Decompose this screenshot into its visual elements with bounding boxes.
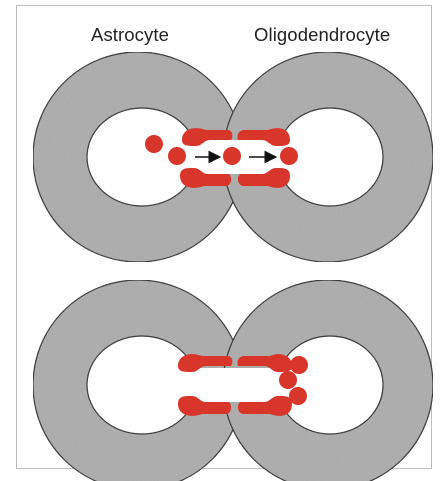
molecule-dot <box>289 387 307 405</box>
molecule-dot <box>223 147 241 165</box>
molecule-dot <box>280 147 298 165</box>
top-panel <box>33 52 433 262</box>
molecule-dot <box>168 147 186 165</box>
molecule-dot <box>145 135 163 153</box>
bottom-panel <box>33 280 433 481</box>
junction-channel-bottom <box>192 368 288 402</box>
molecule-dot <box>290 356 308 374</box>
molecule-dot <box>279 371 297 389</box>
